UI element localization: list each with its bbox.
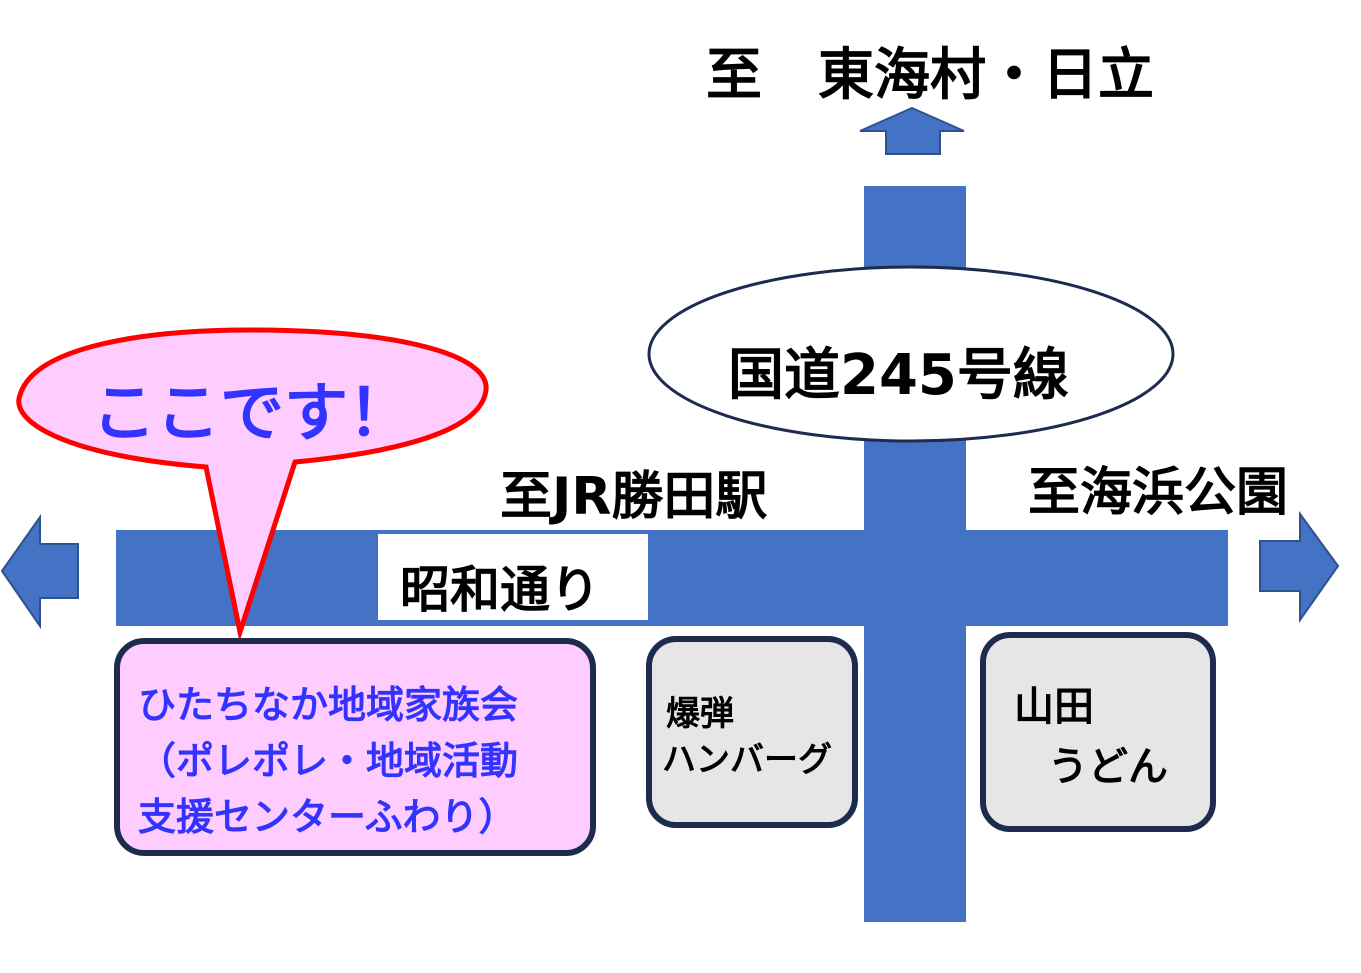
callout-bubble <box>16 327 489 642</box>
west-destination-label: 至JR勝田駅 <box>500 467 768 527</box>
east-destination-label: 至海浜公園 <box>1028 463 1289 523</box>
arrow-up-icon <box>859 106 965 155</box>
hamburger-line-1: 爆弾 <box>666 694 734 734</box>
family-association-box: ひたちなか地域家族会 （ポレポレ・地域活動 支援センターふわり） <box>114 638 596 856</box>
arrow-left-icon <box>0 513 79 630</box>
north-destination-label: 至 東海村・日立 <box>706 43 1154 108</box>
udon-line-2: うどん <box>1048 744 1168 790</box>
hamburger-shop-box: 爆弾 ハンバーグ <box>646 636 858 828</box>
east-west-road <box>116 530 1228 626</box>
street-name-label: 昭和通り <box>400 561 600 619</box>
family-association-line-3: 支援センターふわり） <box>138 795 517 839</box>
callout-text: ここです！ <box>92 377 412 451</box>
family-association-line-1: ひたちなか地域家族会 <box>138 683 519 727</box>
route-label-ellipse <box>647 265 1175 443</box>
udon-line-1: 山田 <box>1014 684 1094 730</box>
arrow-right-icon <box>1259 510 1340 624</box>
route-name-label: 国道245号線 <box>728 343 1069 408</box>
family-association-line-2: （ポレポレ・地域活動 <box>138 739 519 783</box>
hamburger-line-2: ハンバーグ <box>662 740 832 780</box>
udon-shop-box: 山田 うどん <box>980 632 1216 832</box>
street-label-bg <box>378 534 648 620</box>
